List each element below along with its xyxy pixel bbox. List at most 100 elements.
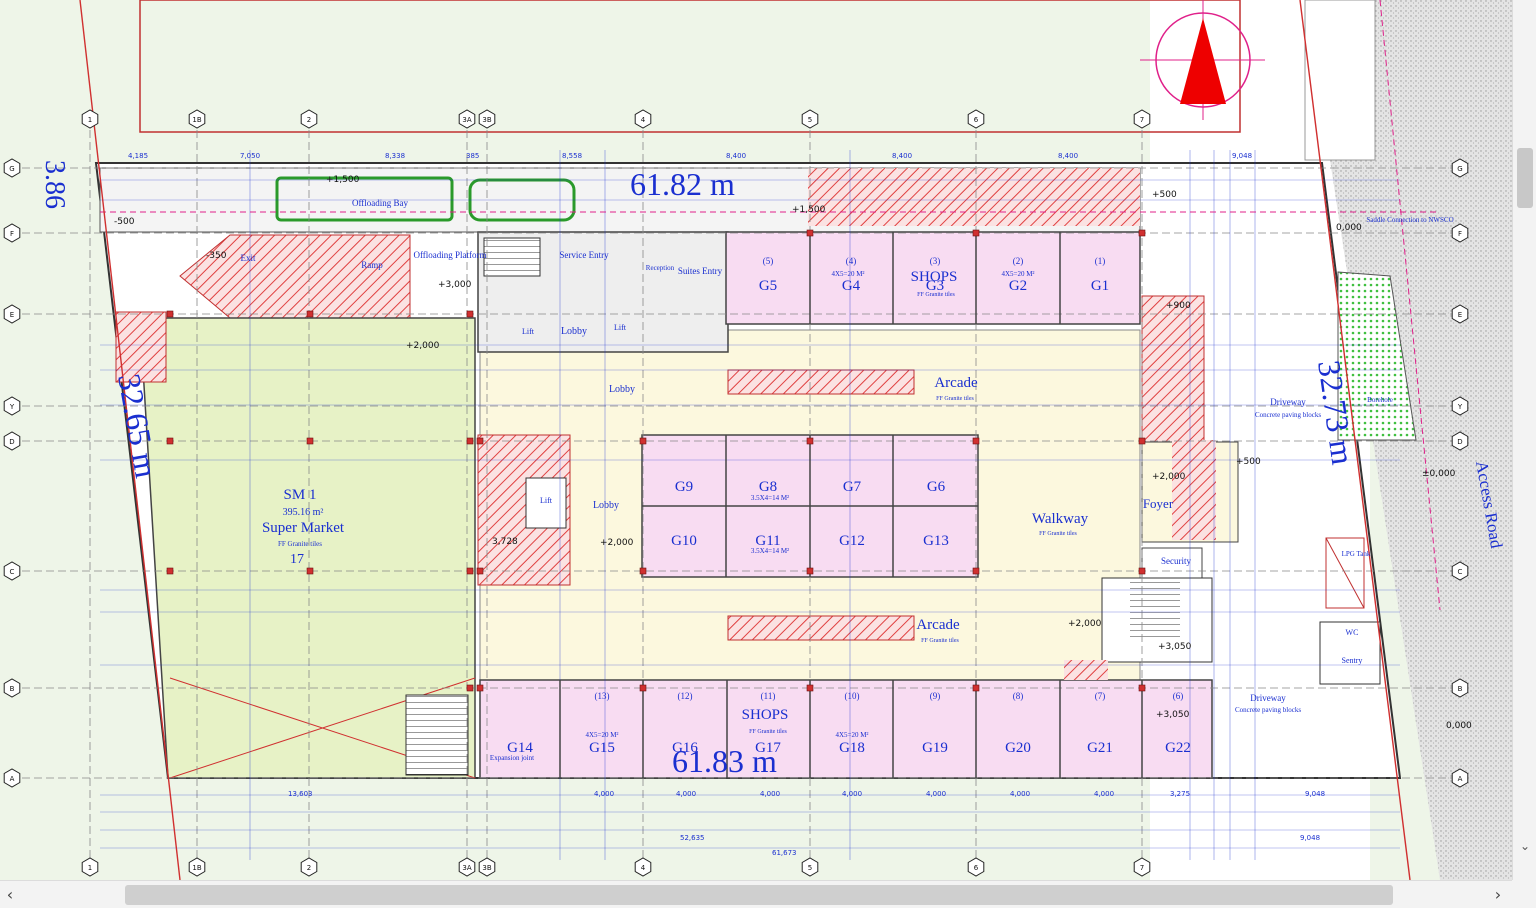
svg-text:7: 7 bbox=[1140, 864, 1144, 872]
security-label: Security bbox=[1161, 556, 1191, 566]
grid-bubble-right-E: E bbox=[1451, 304, 1469, 324]
svg-text:7: 7 bbox=[1140, 116, 1144, 124]
svg-text:D: D bbox=[1457, 438, 1462, 446]
level-1: +1,500 bbox=[792, 205, 826, 215]
shop-id-G1[interactable]: G1 bbox=[1091, 278, 1109, 294]
shop-id-G2[interactable]: G2 bbox=[1009, 278, 1027, 294]
level-15: -350 bbox=[206, 251, 227, 261]
grid-bubble-left-D: D bbox=[3, 431, 21, 451]
shop-number-G2: (2) bbox=[1013, 256, 1024, 266]
shop-id-G22[interactable]: G22 bbox=[1165, 740, 1191, 756]
arcade-2-label: Arcade bbox=[916, 617, 960, 633]
grid-bubble-bottom-2: 2 bbox=[300, 857, 318, 877]
svg-text:6: 6 bbox=[974, 864, 979, 872]
grid-bubble-top-3A: 3A bbox=[458, 109, 476, 129]
shop-id-G20[interactable]: G20 bbox=[1005, 740, 1031, 756]
grid-bubble-left-G: G bbox=[3, 158, 21, 178]
dims-note-g8: 3.5X4=14 M² bbox=[751, 494, 789, 502]
shop-id-G14[interactable]: G14 bbox=[507, 740, 533, 756]
shop-id-G12[interactable]: G12 bbox=[839, 533, 865, 549]
level-7: +3,050 bbox=[1156, 710, 1190, 720]
scroll-left-arrow-icon[interactable]: ‹ bbox=[6, 885, 14, 904]
foyer-label: Foyer bbox=[1143, 496, 1174, 511]
dims-note-g18: 4X5=20 M² bbox=[835, 731, 868, 739]
lobby-label-2: Lobby bbox=[593, 500, 619, 511]
arcade-strip-bottom bbox=[727, 615, 915, 641]
shop-id-G5[interactable]: G5 bbox=[759, 278, 777, 294]
exit-label: Exit bbox=[241, 253, 256, 263]
shop-id-G18[interactable]: G18 bbox=[839, 740, 865, 756]
level-5: +2,000 bbox=[1068, 619, 1102, 629]
site-boundary-right bbox=[1299, 0, 1411, 880]
grid-bubble-top-6: 6 bbox=[967, 109, 985, 129]
shop-id-G15[interactable]: G15 bbox=[589, 740, 615, 756]
vertical-scroll-thumb[interactable] bbox=[1517, 148, 1533, 208]
sm-number: 17 bbox=[290, 552, 304, 567]
scrollbar-corner bbox=[1512, 880, 1536, 908]
horizontal-scroll-thumb[interactable] bbox=[125, 885, 1393, 905]
shop-id-G13[interactable]: G13 bbox=[923, 533, 949, 549]
svg-text:Y: Y bbox=[1457, 403, 1463, 411]
shop-id-G7[interactable]: G7 bbox=[843, 479, 862, 495]
svg-text:1: 1 bbox=[88, 116, 92, 124]
grid-bubble-left-E: E bbox=[3, 304, 21, 324]
dim-bottom-3: 4,000 bbox=[760, 790, 780, 798]
expansion-joint-label: Expansion joint bbox=[490, 754, 534, 762]
shop-id-G4[interactable]: G4 bbox=[842, 278, 861, 294]
walkway-label: Walkway bbox=[1032, 511, 1089, 527]
svg-text:2: 2 bbox=[307, 864, 311, 872]
scroll-right-arrow-icon[interactable]: › bbox=[1494, 885, 1502, 904]
shop-id-G3[interactable]: G3 bbox=[926, 278, 944, 294]
svg-text:A: A bbox=[1458, 775, 1463, 783]
blocks-label-1: Concrete paving blocks bbox=[1255, 411, 1321, 419]
shop-number-G18: (10) bbox=[845, 691, 860, 701]
shop-number-G1: (1) bbox=[1095, 256, 1106, 266]
shop-id-G6[interactable]: G6 bbox=[927, 479, 946, 495]
dim-bottom-7: 4,000 bbox=[1094, 790, 1114, 798]
site-boundary-left bbox=[79, 0, 181, 880]
grid-bubble-left-Y: Y bbox=[3, 396, 21, 416]
north-arrow-icon bbox=[1140, 0, 1265, 120]
shop-id-G21[interactable]: G21 bbox=[1087, 740, 1113, 756]
svg-text:B: B bbox=[1458, 685, 1463, 693]
shop-id-G16[interactable]: G16 bbox=[672, 740, 698, 756]
dim-bottom-4: 4,000 bbox=[842, 790, 862, 798]
shop-number-G20: (8) bbox=[1013, 691, 1024, 701]
shop-id-G9[interactable]: G9 bbox=[675, 479, 693, 495]
grid-bubble-bottom-4: 4 bbox=[634, 857, 652, 877]
vertical-scrollbar[interactable]: ⌄ bbox=[1512, 0, 1536, 880]
scroll-down-arrow-icon[interactable]: ⌄ bbox=[1519, 839, 1531, 853]
level-3: +3,000 bbox=[438, 280, 472, 290]
dim-top-0: 4,185 bbox=[128, 152, 148, 160]
shop-id-G17[interactable]: G17 bbox=[755, 740, 781, 756]
horizontal-scrollbar[interactable]: ‹ › bbox=[0, 880, 1512, 908]
sm-finish: FF Granite tiles bbox=[278, 540, 322, 548]
shop-number-G5: (5) bbox=[763, 256, 774, 266]
svg-text:4: 4 bbox=[641, 864, 646, 872]
shop-id-G10[interactable]: G10 bbox=[671, 533, 697, 549]
grid-bubble-top-7: 7 bbox=[1133, 109, 1151, 129]
access-road-strip bbox=[1330, 0, 1512, 880]
svg-text:5: 5 bbox=[808, 864, 812, 872]
dim-bottom-9: 9,048 bbox=[1305, 790, 1325, 798]
wc-label: WC bbox=[1346, 628, 1359, 637]
dims-note-g15: 4X5=20 M² bbox=[585, 731, 618, 739]
lobby-label-3: Lobby bbox=[561, 326, 587, 337]
right-stair bbox=[1141, 295, 1205, 443]
grid-bubble-right-C: C bbox=[1451, 561, 1469, 581]
dim-top-2: 8,338 bbox=[385, 152, 405, 160]
shop-id-G11[interactable]: G11 bbox=[755, 533, 780, 549]
grid-bubble-left-C: C bbox=[3, 561, 21, 581]
shop-id-G8[interactable]: G8 bbox=[759, 479, 777, 495]
dims-note-g4: 4X5=20 M² bbox=[831, 270, 864, 278]
floor-plan-svg: 4,1857,0508,3383858,5588,4008,4008,4009,… bbox=[0, 0, 1512, 880]
grid-bubble-bottom-3A: 3A bbox=[458, 857, 476, 877]
level-2: +2,000 bbox=[406, 341, 440, 351]
arcade-2-finish: FF Granite tiles bbox=[921, 638, 959, 644]
offloading-bay-1 bbox=[275, 176, 454, 222]
dim-total-0: 52,635 bbox=[680, 834, 705, 842]
shop-id-G19[interactable]: G19 bbox=[922, 740, 948, 756]
driveway-label-1: Driveway bbox=[1270, 397, 1306, 407]
